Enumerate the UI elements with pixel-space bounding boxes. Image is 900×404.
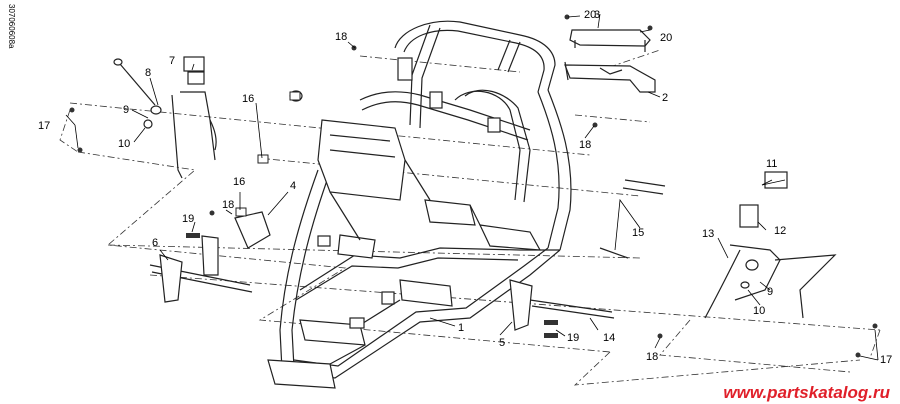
callout-9-left: 9: [123, 104, 129, 116]
small-brackets: [159, 211, 533, 331]
callout-10-right: 10: [753, 305, 765, 317]
callout-4: 4: [290, 180, 296, 192]
nut-icon: [77, 147, 83, 153]
spacer-icon: [257, 154, 269, 164]
main-frame: [267, 20, 572, 389]
callout-19-left: 19: [182, 213, 194, 225]
callout-18-bottom: 18: [646, 351, 658, 363]
callout-12: 12: [774, 225, 786, 237]
callout-1: 1: [458, 322, 464, 334]
nut-icon: [351, 45, 357, 51]
fasteners: [69, 14, 878, 358]
diagram-reference-code: 307060608a: [7, 4, 16, 49]
callout-6: 6: [152, 237, 158, 249]
nut-icon: [855, 352, 861, 358]
nut-icon: [872, 323, 878, 329]
callout-18-top: 18: [335, 31, 347, 43]
callout-3: 3: [594, 9, 600, 21]
callout-13: 13: [702, 228, 714, 240]
nut-icon: [564, 14, 570, 20]
bolt-icon: [186, 233, 200, 238]
callout-16-mid: 16: [233, 176, 245, 188]
bolt-icon: [544, 333, 558, 338]
left-bracket-assembly: [113, 56, 217, 179]
nut-icon: [647, 25, 653, 31]
callout-17-left: 17: [38, 120, 50, 132]
callout-19-right: 19: [567, 332, 579, 344]
nut-icon: [209, 210, 215, 216]
callout-11: 11: [766, 158, 777, 170]
spacer-icon: [235, 207, 247, 217]
callout-14: 14: [603, 332, 615, 344]
right-bracket-assembly: [704, 171, 837, 319]
upper-support-plates: [564, 29, 656, 93]
watermark-text: www.partskatalog.ru: [723, 383, 890, 402]
callout-2: 2: [662, 92, 668, 104]
callout-16-top: 16: [242, 93, 254, 105]
callout-7: 7: [169, 55, 175, 67]
bolt-icon: [544, 320, 558, 325]
callout-15: 15: [632, 227, 644, 239]
callout-8: 8: [145, 67, 151, 79]
callout-20-right: 20: [660, 32, 672, 44]
callout-labels: 1 2 3 4 5 6 7 8 9 9 10 10 11 12 13 14 15…: [38, 9, 892, 366]
callout-10-left: 10: [118, 138, 130, 150]
callout-17-right: 17: [880, 354, 892, 366]
callout-20-left: 20: [584, 9, 596, 21]
callout-18-right: 18: [579, 139, 591, 151]
nut-icon: [69, 107, 75, 113]
spacer-icon: [289, 91, 301, 101]
callout-18-left: 18: [222, 199, 234, 211]
callout-5: 5: [499, 337, 505, 349]
callout-leaders: [65, 13, 879, 361]
nut-icon: [657, 333, 663, 339]
callout-9-right: 9: [767, 286, 773, 298]
